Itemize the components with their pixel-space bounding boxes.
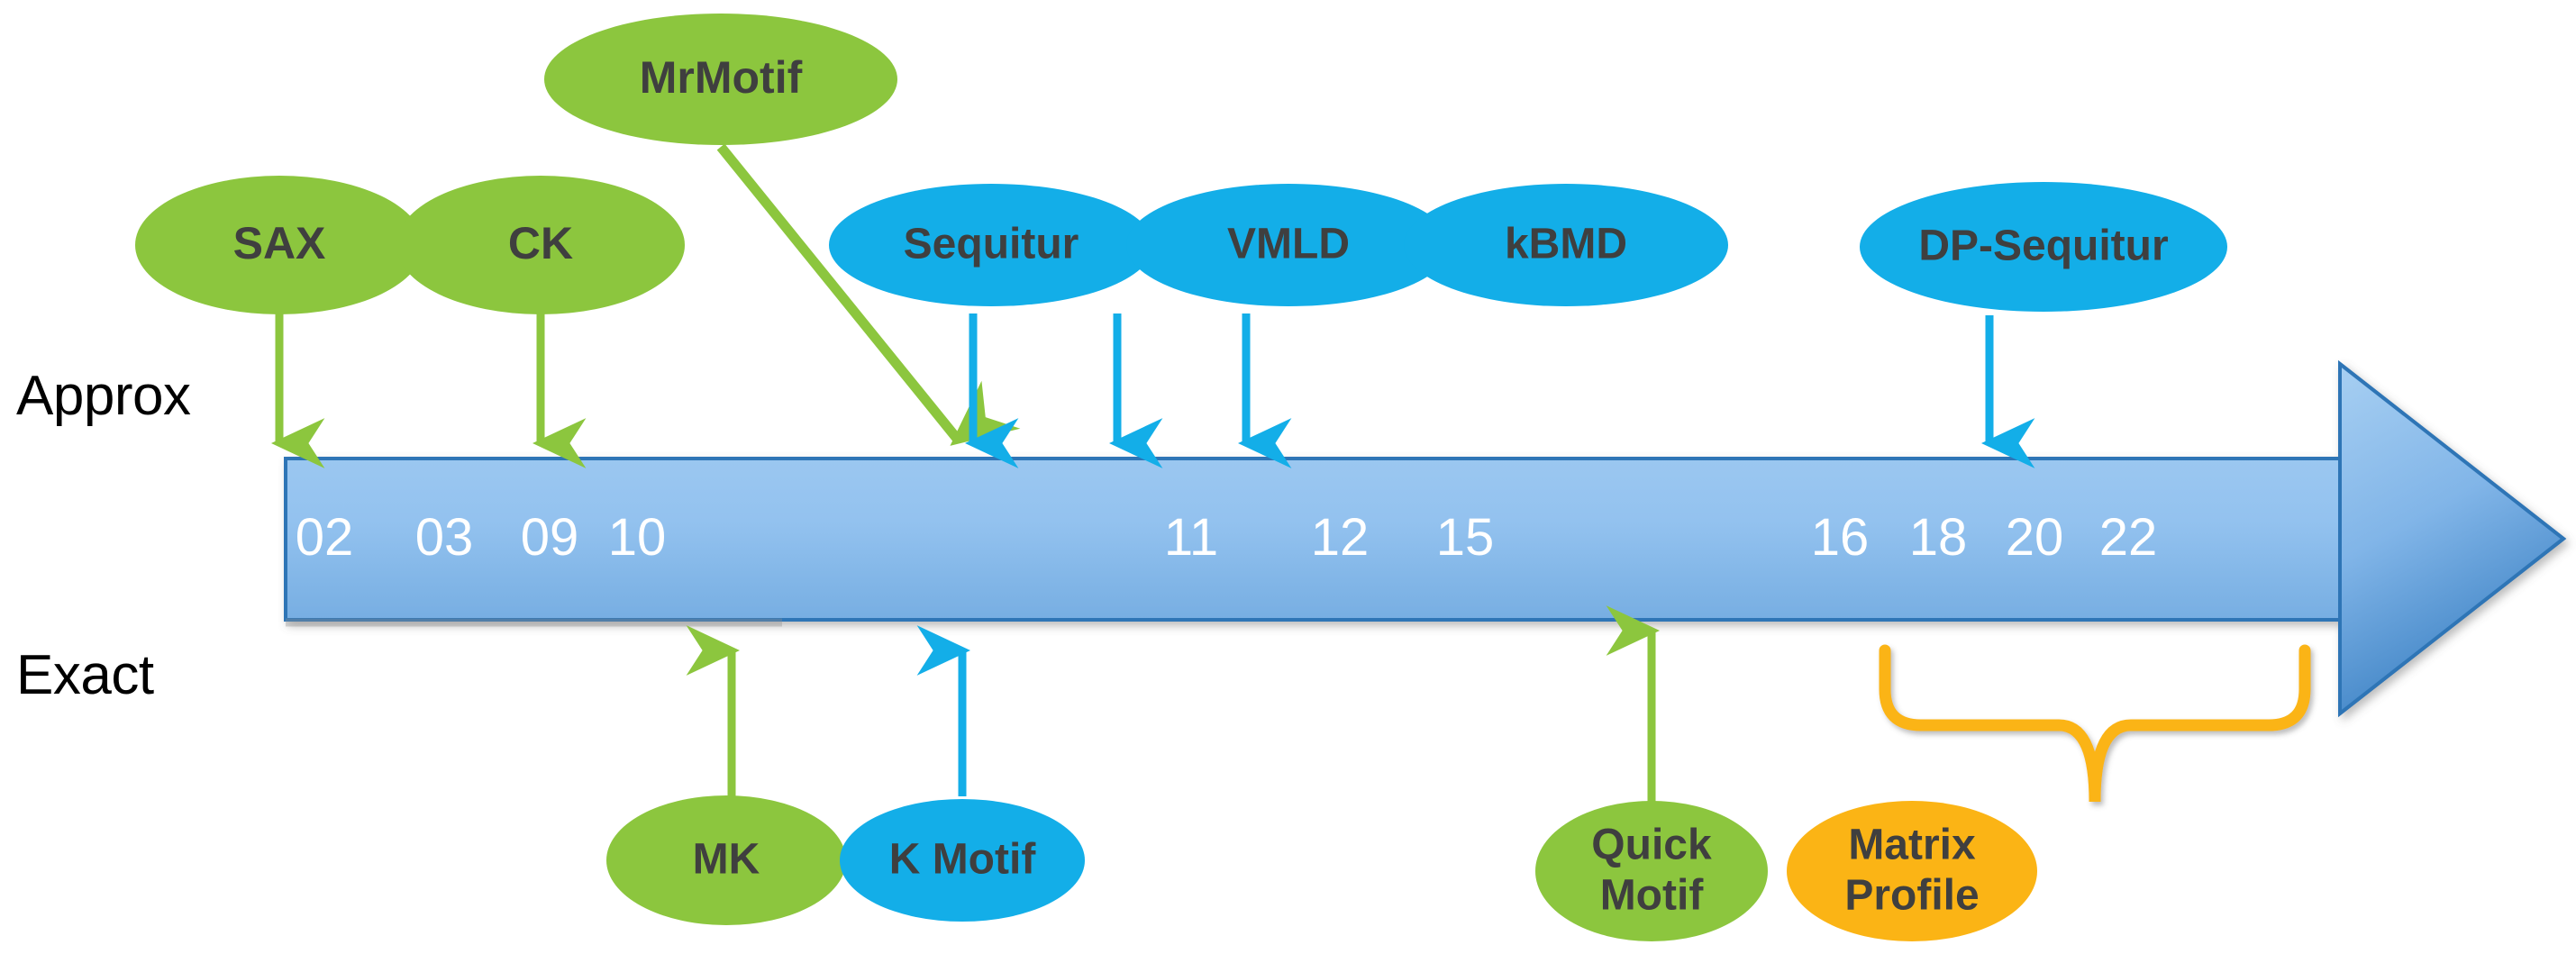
node-ellipse [1126, 184, 1451, 306]
node-ellipse [1860, 182, 2227, 312]
node-ellipse [1787, 801, 2037, 941]
node-label: Sequitur [904, 221, 1079, 268]
timeline-tick-10: 10 [608, 508, 667, 567]
exact-node-mk[interactable]: MK [606, 795, 846, 925]
node-ellipse [544, 14, 897, 145]
exact-connector-arrows [686, 605, 1661, 804]
exact-node-k-motif[interactable]: K Motif [840, 799, 1085, 922]
node-label-line: Matrix [1848, 822, 1976, 869]
timeline-tick-03: 03 [415, 508, 474, 567]
node-ellipse [396, 176, 685, 314]
node-label-line: Quick [1591, 822, 1712, 869]
node-label: MK [693, 836, 760, 884]
approx-connector-arrows [270, 143, 2035, 468]
timeline-tick-22: 22 [2099, 508, 2158, 567]
approx-node-ck[interactable]: CK [396, 176, 685, 314]
node-ellipse [829, 184, 1153, 306]
approx-node-kbmd[interactable]: kBMD [1404, 184, 1728, 306]
node-label: K Motif [889, 836, 1037, 884]
timeline-arrow-bar [284, 359, 2567, 718]
node-ellipse [840, 799, 1085, 922]
approx-node-sax[interactable]: SAX [135, 176, 423, 314]
timeline-tick-09: 09 [521, 508, 579, 567]
mrmotif-arrow [716, 143, 1021, 446]
timeline-tick-20: 20 [2006, 508, 2064, 567]
node-label: CK [508, 218, 573, 268]
approx-node-sequitur[interactable]: Sequitur [829, 184, 1153, 306]
node-ellipse [1404, 184, 1728, 306]
approx-axis-label: Approx [16, 365, 191, 427]
approx-node-vmld[interactable]: VMLD [1126, 184, 1451, 306]
node-ellipse [135, 176, 423, 314]
node-label: VMLD [1227, 221, 1350, 268]
exact-axis-label: Exact [16, 644, 154, 706]
node-label-line: Profile [1844, 872, 1979, 920]
timeline-tick-12: 12 [1311, 508, 1370, 567]
timeline-arrow-head [2338, 359, 2567, 718]
timeline-tick-11: 11 [1164, 508, 1218, 567]
timeline-tick-18: 18 [1909, 508, 1968, 567]
node-label: MrMotif [640, 52, 803, 103]
timeline-tick-15: 15 [1436, 508, 1495, 567]
approx-node-mrmotif[interactable]: MrMotif [544, 14, 897, 145]
timeline-tick-labels: 02 03 09 10 11 12 15 16 18 20 22 [296, 508, 2158, 567]
approx-node-dp-sequitur[interactable]: DP-Sequitur [1860, 182, 2227, 312]
node-label-line: Motif [1600, 872, 1705, 920]
matrix-profile-brace [1879, 644, 2311, 803]
brace-group [1879, 644, 2311, 803]
node-ellipse [606, 795, 846, 925]
node-label: DP-Sequitur [1918, 223, 2168, 270]
timeline-tick-02: 02 [296, 508, 354, 567]
node-label: SAX [233, 218, 326, 268]
timeline-tick-16: 16 [1811, 508, 1870, 567]
node-ellipse [1535, 801, 1768, 941]
node-label: kBMD [1505, 221, 1627, 268]
